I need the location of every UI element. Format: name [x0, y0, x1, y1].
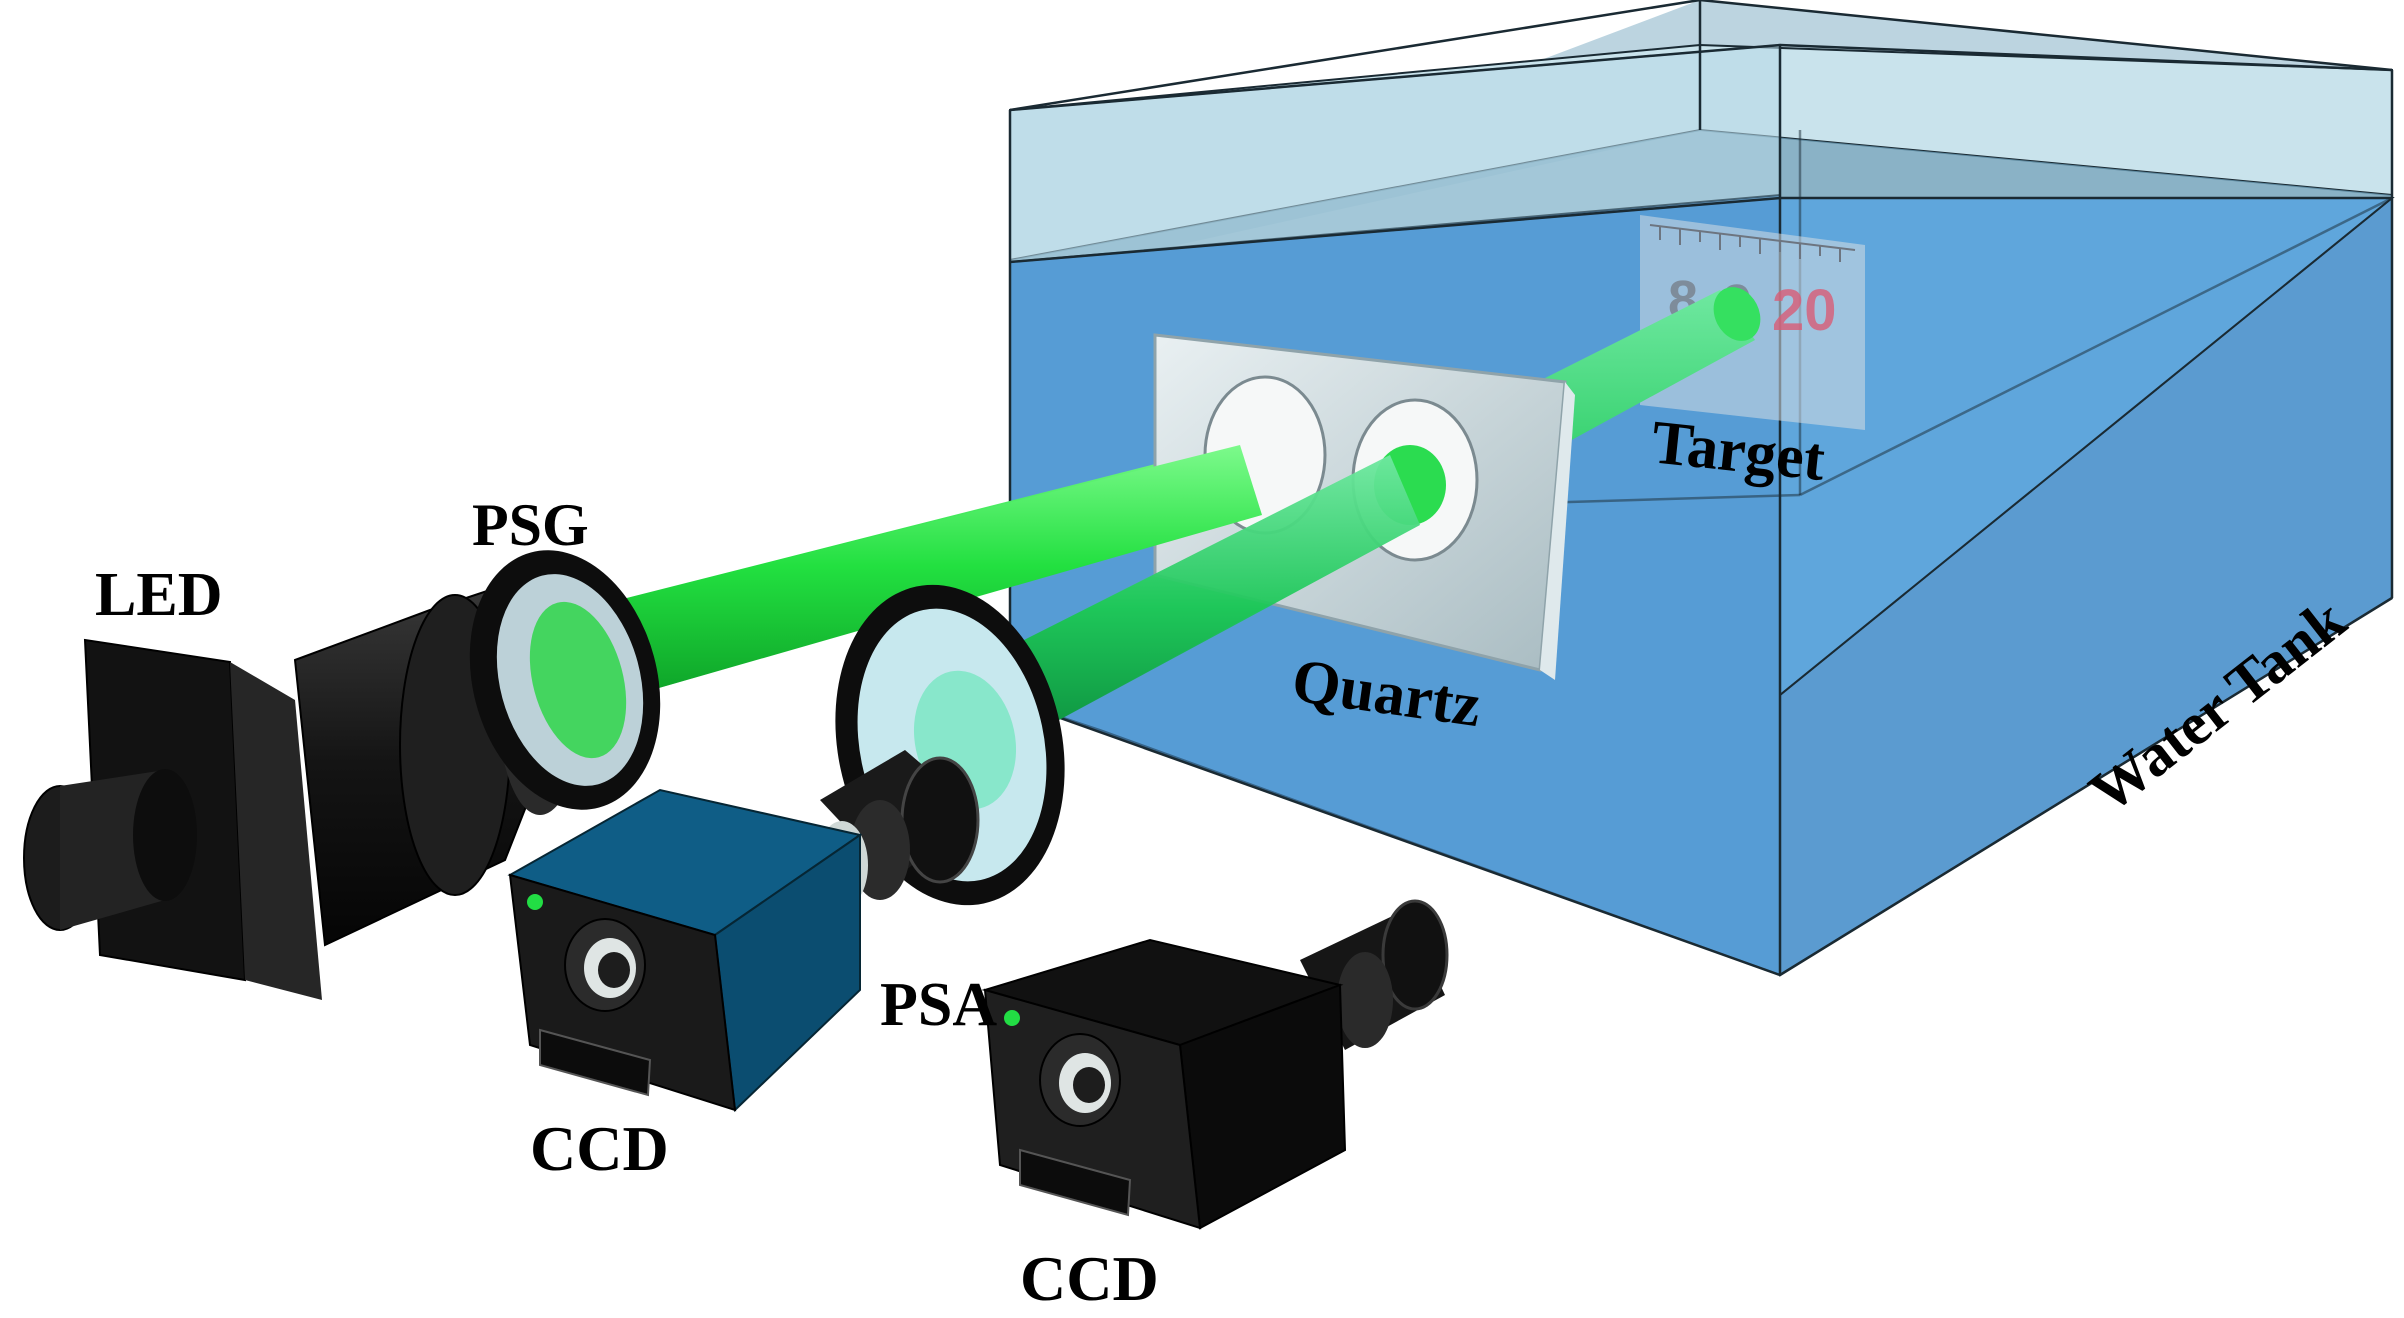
label-ccd-2: CCD [1020, 1243, 1159, 1314]
ccd-1-status-led [527, 894, 543, 910]
label-psa: PSA [880, 971, 997, 1039]
ccd-camera-2 [981, 899, 1449, 1230]
label-ccd-1: CCD [530, 1113, 669, 1184]
ccd-2-status-led [1004, 1010, 1020, 1026]
return-beam-front [935, 455, 1420, 760]
target-digit-3: 20 [1772, 278, 1837, 343]
psg-polarizer [469, 550, 661, 810]
target-ruler-ticks [1649, 224, 1856, 262]
ccd-camera-1 [507, 750, 980, 1113]
illumination-beam-front [540, 445, 1262, 715]
quartz-frame-edge [1540, 382, 1575, 680]
label-psg: PSG [472, 492, 589, 558]
label-led: LED [95, 561, 222, 629]
